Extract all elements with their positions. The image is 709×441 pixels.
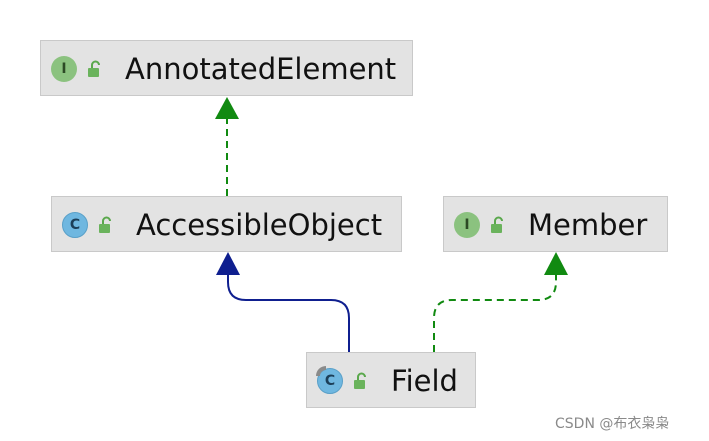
node-accessibleobject[interactable]: C AccessibleObject bbox=[51, 196, 402, 252]
unlocked-padlock-icon bbox=[491, 216, 503, 233]
unlocked-padlock-icon bbox=[99, 216, 111, 233]
class-icon: C bbox=[62, 212, 88, 238]
edge-field-implements-member bbox=[433, 274, 557, 352]
final-class-icon: C bbox=[317, 368, 343, 394]
arrowhead-member bbox=[544, 252, 568, 275]
final-marker-icon bbox=[316, 366, 326, 376]
node-label: Member bbox=[528, 208, 648, 242]
interface-icon: I bbox=[51, 56, 77, 82]
watermark: CSDN @布衣枭枭 bbox=[555, 416, 670, 432]
arrowhead-annotatedelement bbox=[215, 97, 239, 119]
node-label: AnnotatedElement bbox=[125, 52, 397, 86]
node-annotatedelement[interactable]: I AnnotatedElement bbox=[40, 40, 413, 96]
unlocked-padlock-icon bbox=[88, 60, 100, 77]
node-field[interactable]: C Field bbox=[306, 352, 476, 408]
node-member[interactable]: I Member bbox=[443, 196, 668, 252]
unlocked-padlock-icon bbox=[354, 372, 366, 389]
node-label: Field bbox=[391, 364, 458, 398]
edge-field-extends-accessibleobject bbox=[227, 274, 350, 352]
arrowhead-accessibleobject bbox=[216, 252, 240, 275]
node-label: AccessibleObject bbox=[136, 208, 383, 242]
interface-icon: I bbox=[454, 212, 480, 238]
